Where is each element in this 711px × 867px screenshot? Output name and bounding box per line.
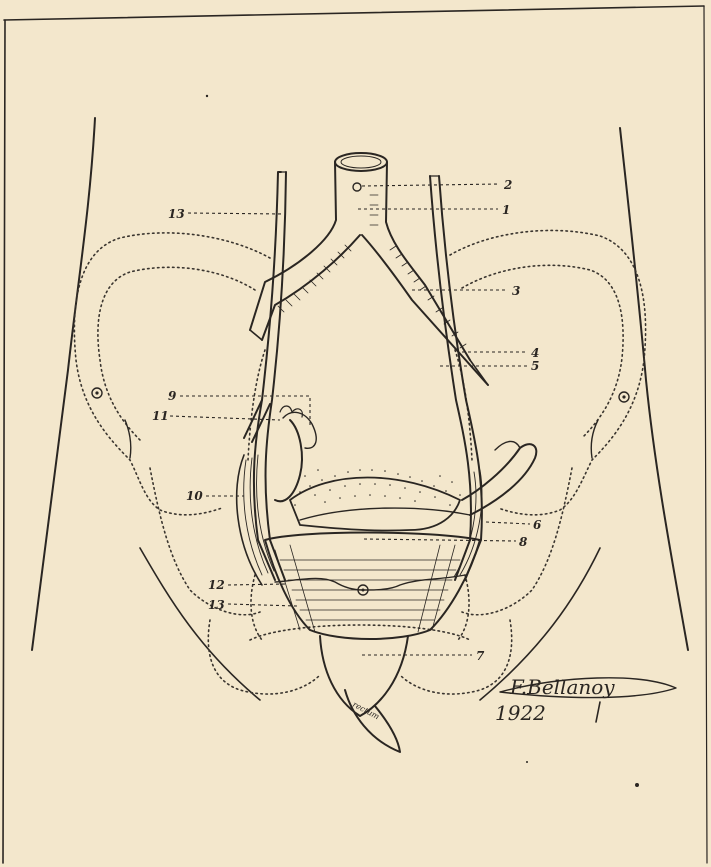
signature-year: 1922 (495, 701, 546, 725)
label-2: 2 (503, 178, 512, 192)
trunk-outline (32, 118, 688, 700)
rectum-block: rectum (265, 533, 480, 753)
label-10: 10 (186, 489, 203, 503)
label-1: 1 (502, 203, 510, 217)
label-7: 7 (476, 649, 485, 663)
page-frame (3, 6, 707, 863)
pelvic-organs (237, 406, 537, 585)
label-13-lower: 13 (208, 598, 225, 612)
label-9: 9 (168, 389, 177, 403)
label-4: 4 (531, 346, 539, 360)
label-12: 12 (208, 578, 225, 592)
label-11: 11 (152, 409, 169, 423)
artist-signature: F.Bellanoy 1922 (495, 675, 676, 725)
pelvis-outline (74, 230, 645, 694)
signature-name: F.Bellanoy (509, 675, 615, 699)
label-8: 8 (519, 535, 528, 549)
label-6: 6 (533, 518, 542, 532)
label-3: 3 (512, 284, 520, 298)
label-13-upper: 13 (168, 207, 185, 221)
label-5: 5 (531, 359, 539, 373)
